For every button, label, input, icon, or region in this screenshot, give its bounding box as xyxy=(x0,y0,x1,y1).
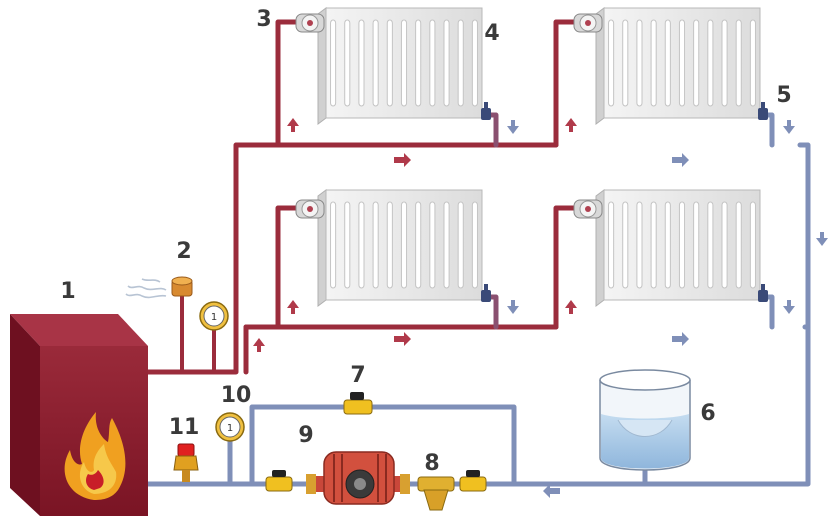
radiator-fin xyxy=(429,19,436,107)
label-expansion-tank: 6 xyxy=(700,401,715,426)
radiator-fin xyxy=(735,19,742,107)
return-valves xyxy=(481,102,768,302)
radiator-fin xyxy=(622,19,629,107)
svg-text:1: 1 xyxy=(227,423,233,434)
label-safety-valve: 11 xyxy=(169,415,200,440)
radiator-fin xyxy=(707,201,714,289)
radiator-icon xyxy=(595,189,761,307)
label-return-valve: 5 xyxy=(776,83,791,108)
label-pressure-gauge: 10 xyxy=(221,383,252,408)
radiator-fin xyxy=(344,19,351,107)
radiator-fin xyxy=(457,201,464,289)
label-bypass-valve: 7 xyxy=(350,363,365,388)
radiator-fin xyxy=(415,201,422,289)
lockshield-valve-icon xyxy=(481,284,491,302)
radiator-fin xyxy=(693,19,700,107)
radiator-fin xyxy=(636,201,643,289)
radiator-fin xyxy=(443,201,450,289)
radiator-fin xyxy=(471,19,478,107)
radiator-fin xyxy=(636,19,643,107)
radiators xyxy=(317,7,761,307)
thermostatic-valves xyxy=(295,13,603,219)
radiator-fin xyxy=(415,19,422,107)
boiler xyxy=(10,314,148,516)
radiator-fin xyxy=(749,201,756,289)
label-thermostatic-valve: 3 xyxy=(256,7,271,32)
pressure-gauge-10: 1 xyxy=(215,412,245,442)
lockshield-valve-icon xyxy=(758,102,768,120)
radiator-fin xyxy=(386,19,393,107)
expansion-tank xyxy=(599,369,691,471)
radiator-fin xyxy=(749,19,756,107)
callout-labels: 1 2 3 4 5 6 7 8 9 10 11 xyxy=(60,7,791,476)
radiator-fin xyxy=(664,19,671,107)
thermostatic-valve-icon xyxy=(295,13,325,33)
radiator-fin xyxy=(330,201,337,289)
flame-icon xyxy=(64,412,126,500)
safety-valve xyxy=(173,443,199,482)
radiator-fin xyxy=(650,19,657,107)
ball-valves xyxy=(265,470,487,492)
radiator-fin xyxy=(707,19,714,107)
flow-arrows xyxy=(253,118,828,498)
radiator-fin xyxy=(622,201,629,289)
radiator-icon xyxy=(317,189,483,307)
thermostatic-valve-icon xyxy=(295,199,325,219)
label-radiator: 4 xyxy=(484,21,499,46)
radiator-fin xyxy=(344,201,351,289)
radiator-fin xyxy=(608,201,615,289)
label-boiler: 1 xyxy=(60,279,75,304)
radiator-fin xyxy=(650,201,657,289)
radiator-fin xyxy=(358,19,365,107)
radiator-fin xyxy=(330,19,337,107)
supply-flow-arrows xyxy=(253,118,577,352)
label-filter: 8 xyxy=(424,451,439,476)
radiator-fin xyxy=(721,19,728,107)
radiator-fin xyxy=(735,201,742,289)
radiator-fin xyxy=(664,201,671,289)
label-air-vent: 2 xyxy=(176,239,191,264)
radiator-fin xyxy=(443,19,450,107)
radiator-fin xyxy=(372,201,379,289)
thermostatic-valve-icon xyxy=(573,13,603,33)
strainer-filter xyxy=(417,476,455,511)
radiator-fin xyxy=(386,201,393,289)
radiator-icon xyxy=(317,7,483,125)
radiator-fin xyxy=(429,201,436,289)
air-vent xyxy=(125,276,193,299)
radiator-icon xyxy=(595,7,761,125)
circulation-pump xyxy=(306,451,410,505)
ball-valve-icon xyxy=(265,470,293,492)
radiator-fin xyxy=(400,19,408,107)
radiator-fin xyxy=(693,201,700,289)
radiator-fin xyxy=(678,201,686,289)
steam-icon xyxy=(125,278,167,299)
bypass-valve xyxy=(343,392,373,415)
label-pump: 9 xyxy=(298,423,313,448)
lockshield-valve-icon xyxy=(758,284,768,302)
radiator-fin xyxy=(471,201,478,289)
radiator-fin xyxy=(721,201,728,289)
return-flow-arrows xyxy=(507,120,828,498)
radiator-fin xyxy=(372,19,379,107)
radiator-fin xyxy=(457,19,464,107)
radiator-fin xyxy=(608,19,615,107)
pressure-gauge: 1 xyxy=(199,301,229,331)
thermostatic-valve-icon xyxy=(573,199,603,219)
radiator-fin xyxy=(358,201,365,289)
radiator-fin xyxy=(678,19,686,107)
svg-text:1: 1 xyxy=(211,312,217,323)
radiator-fin xyxy=(400,201,408,289)
ball-valve-icon xyxy=(459,470,487,492)
lockshield-valve-icon xyxy=(481,102,491,120)
